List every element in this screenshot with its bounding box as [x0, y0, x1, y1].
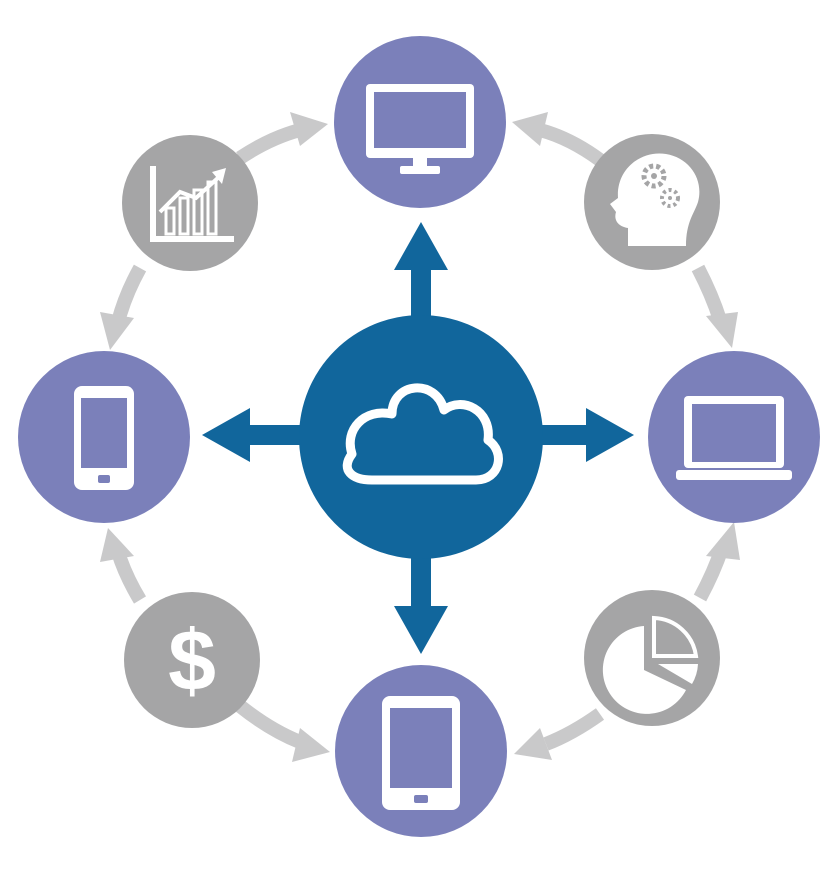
cloud-icon [342, 383, 503, 485]
arrow-left-head [202, 408, 250, 462]
arrow-up-shaft [411, 260, 431, 330]
arrow-head-to-monitor [538, 123, 605, 166]
device-monitor-node [334, 36, 506, 208]
satellite-thinking-node [584, 134, 720, 270]
arrowhead-analytics-to-monitor [290, 112, 328, 146]
arrow-down-head [394, 606, 448, 654]
dollar-icon: $ [168, 613, 216, 709]
arrowhead-analytics-to-phone [100, 312, 134, 350]
arrow-head-to-laptop [691, 264, 727, 323]
bar-chart-trend-icon [150, 166, 234, 242]
arrow-down-shaft [411, 542, 431, 616]
arrow-right-shaft [534, 425, 596, 445]
center-arrows [202, 222, 634, 654]
device-tablet-node [335, 665, 507, 837]
arrowhead-head-to-laptop [706, 312, 738, 348]
arrow-up-head [394, 222, 448, 270]
arrow-analytics-to-monitor [236, 123, 302, 164]
satellite-analytics-node [122, 135, 258, 271]
head-gears-icon [610, 153, 700, 246]
satellite-finance-node: $ [124, 592, 260, 728]
laptop-icon [676, 396, 792, 480]
device-laptop-node [648, 351, 820, 523]
arrowhead-dollar-to-tablet [292, 728, 330, 762]
arrowhead-pie-to-tablet [514, 728, 552, 760]
arrow-analytics-to-phone [111, 264, 147, 324]
center-circle [299, 315, 543, 559]
arrow-dollar-to-phone [111, 549, 147, 604]
arrowhead-head-to-monitor [512, 112, 548, 146]
satellite-reporting-node [584, 590, 720, 726]
arrow-left-shaft [244, 425, 306, 445]
arrow-dollar-to-tablet [235, 700, 303, 749]
pie-chart-icon [602, 615, 699, 714]
arrow-pie-to-tablet [543, 708, 605, 751]
tablet-icon [382, 696, 460, 810]
smartphone-icon [74, 386, 134, 490]
finance-circle [124, 592, 260, 728]
analytics-circle [122, 135, 258, 271]
arrowhead-pie-to-laptop [706, 522, 740, 560]
arrow-right-head [586, 408, 634, 462]
device-phone-node [18, 351, 190, 523]
outer-cycle-arrows [100, 112, 740, 762]
center-node [299, 315, 543, 559]
arrowhead-dollar-to-phone [100, 528, 134, 562]
monitor-icon [366, 84, 474, 174]
